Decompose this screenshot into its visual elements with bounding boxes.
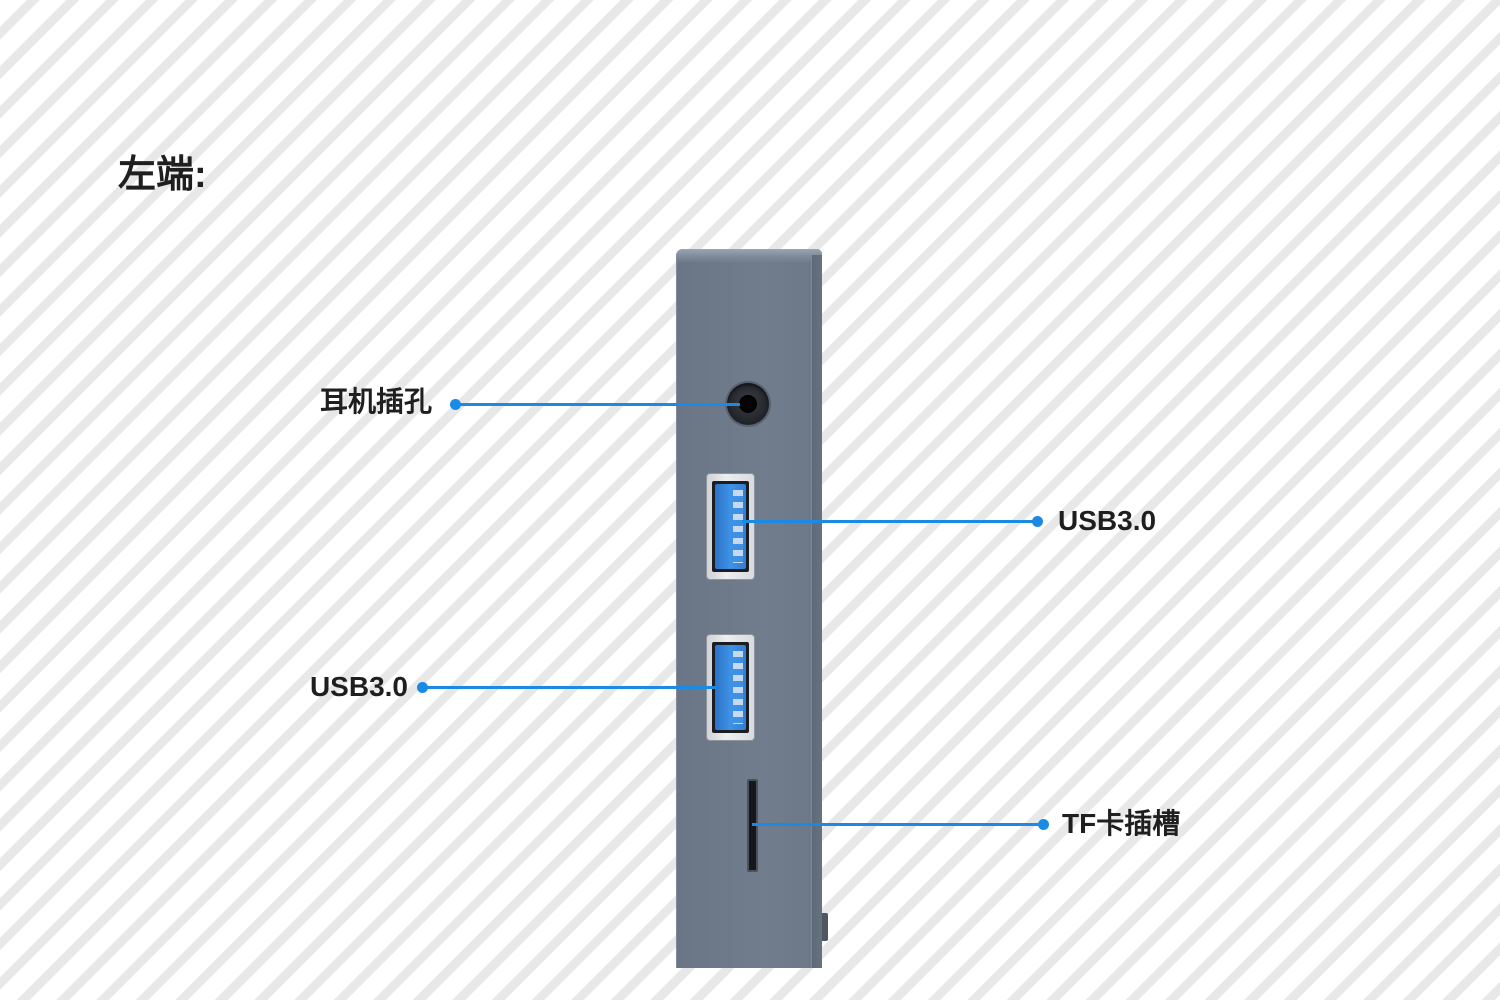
usb-port-contacts <box>733 651 743 724</box>
callout-label-usb-lower: USB3.0 <box>309 671 408 702</box>
device-right-edge <box>811 255 822 968</box>
callout-line-audio-jack <box>455 403 740 406</box>
device-top-bevel <box>676 249 822 263</box>
callout-dot-tf-slot <box>1038 819 1049 830</box>
usb-port-opening <box>712 481 749 572</box>
usb-port-opening <box>712 642 749 733</box>
usb-port-contacts <box>733 490 743 563</box>
device-left-side <box>676 249 822 968</box>
callout-label-tf-slot: TF卡插槽 <box>1062 808 1181 839</box>
callout-label-usb-upper: USB3.0 <box>1058 505 1157 536</box>
page-title: 左端: <box>118 154 207 196</box>
usb-port-icon <box>706 473 755 580</box>
callout-line-usb-upper <box>742 520 1037 523</box>
callout-line-usb-lower <box>422 686 716 689</box>
callout-dot-usb-upper <box>1032 516 1043 527</box>
callout-label-audio-jack: 耳机插孔 <box>319 386 432 417</box>
callout-line-tf-slot <box>752 823 1043 826</box>
usb-port-tongue <box>715 645 746 730</box>
device-side-tab <box>822 913 828 941</box>
usb-port-tongue <box>715 484 746 569</box>
audio-jack-hole <box>739 395 757 413</box>
